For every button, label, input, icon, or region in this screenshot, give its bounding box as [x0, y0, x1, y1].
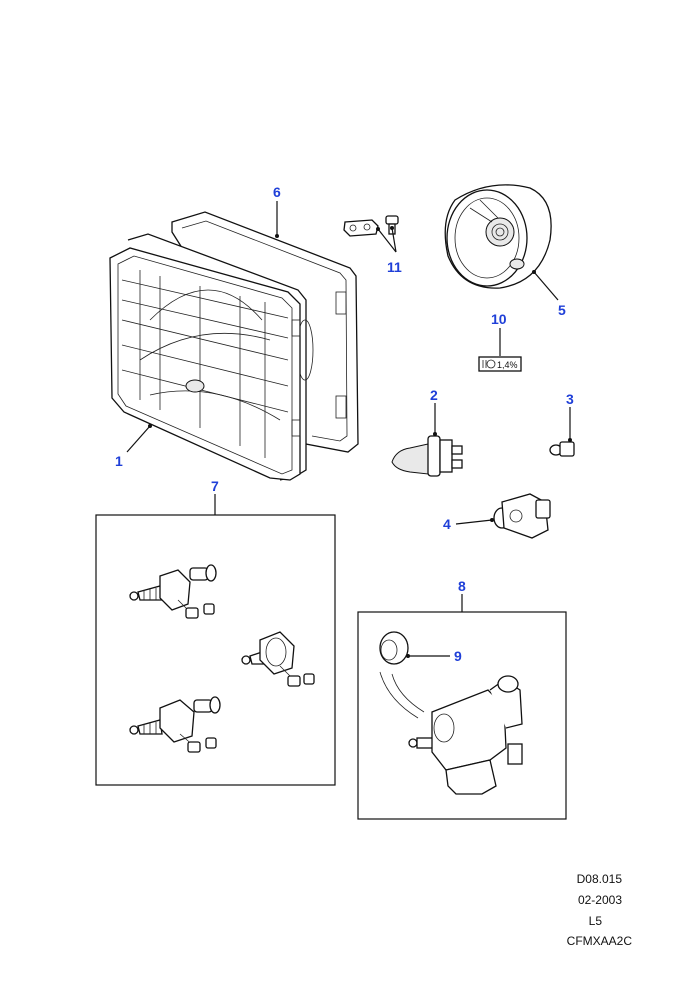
- callout-8: 8: [458, 578, 466, 594]
- bulb-holder: [493, 493, 551, 539]
- bracket-and-screw: [343, 215, 399, 237]
- rear-cover: [444, 184, 552, 289]
- adjuster-screw-1: [129, 564, 217, 619]
- leader-lines: [126, 201, 572, 658]
- callout-9: 9: [454, 648, 462, 664]
- callout-2: 2: [430, 387, 438, 403]
- levelling-motor: [408, 675, 523, 795]
- aim-label-text: 1,4%: [497, 360, 518, 370]
- callout-7: 7: [211, 478, 219, 494]
- callout-1: 1: [115, 453, 123, 469]
- grommet-guide-line: [379, 671, 425, 719]
- adjuster-screw-2: [241, 631, 315, 687]
- side-light-bulb: [549, 441, 575, 457]
- callout-4: 4: [443, 516, 451, 532]
- grommet: [379, 631, 409, 665]
- callout-3: 3: [566, 391, 574, 407]
- callout-11: 11: [387, 259, 402, 275]
- callout-5: 5: [558, 302, 566, 318]
- headlamp-bulb: [391, 435, 463, 477]
- adjuster-screw-3: [129, 696, 221, 753]
- drawing-level: L5: [588, 914, 602, 928]
- callout-6: 6: [273, 184, 281, 200]
- drawing-code: CFMXAA2C: [566, 934, 632, 948]
- drawing-date: 02-2003: [577, 893, 622, 907]
- callout-10: 10: [491, 311, 507, 327]
- drawing-reference: D08.015: [576, 872, 622, 886]
- aim-label-plate: 1,4%: [478, 356, 522, 372]
- headlamp-unit: [109, 233, 314, 481]
